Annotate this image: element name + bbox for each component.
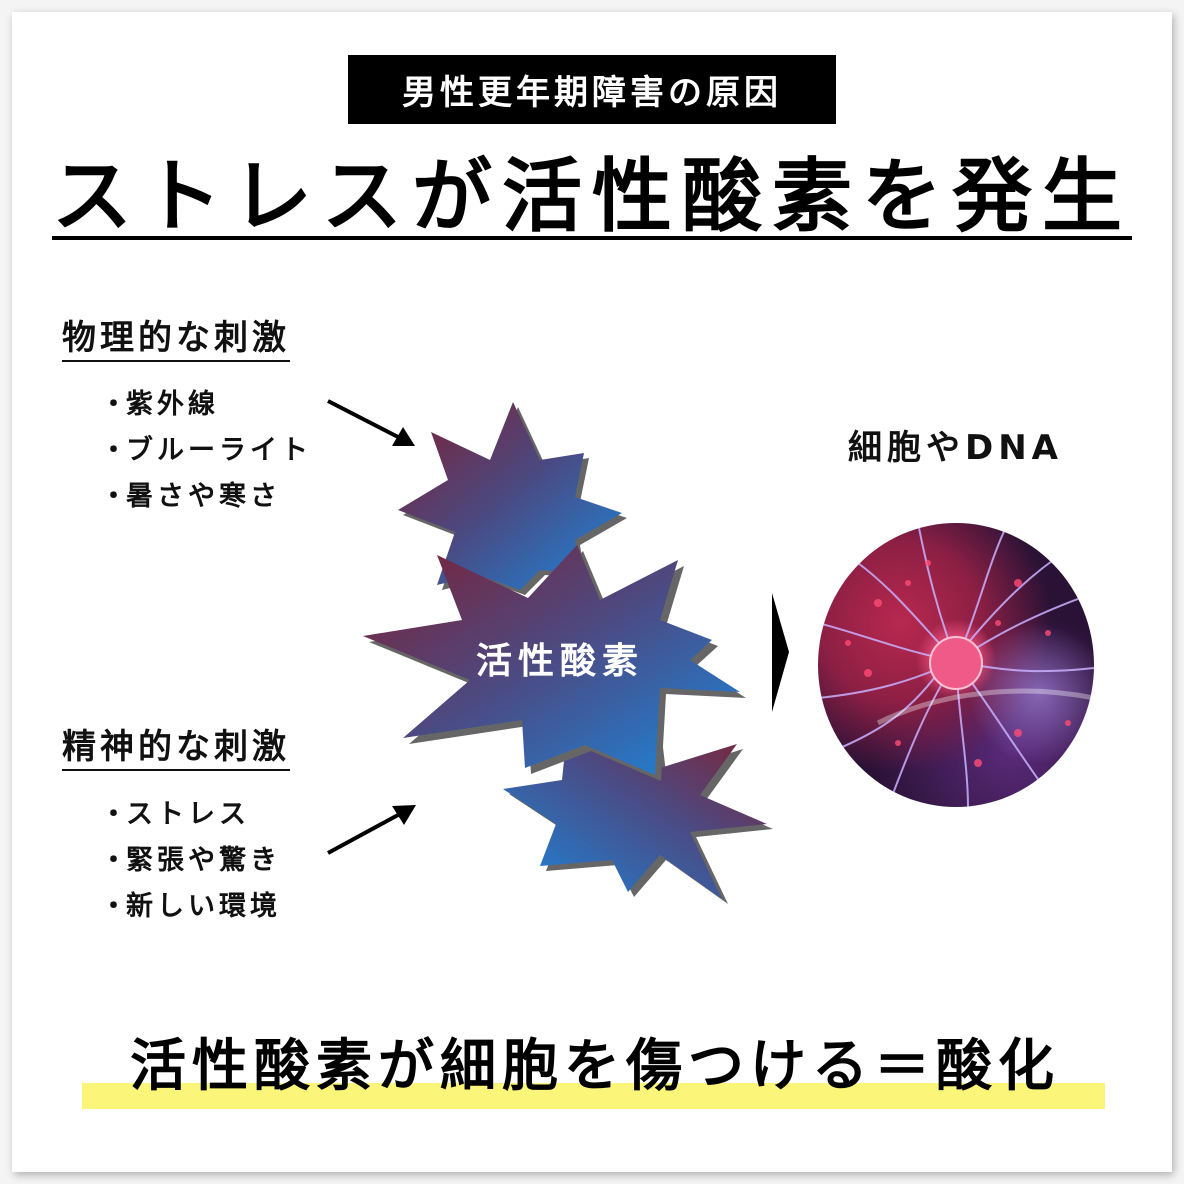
list-item: ・ストレス [100, 799, 250, 830]
mental-stimuli-list: ・ストレス ・緊張や驚き ・新しい環境 [100, 792, 281, 930]
cell-dna-label: 細胞やDNA [848, 428, 1063, 468]
physical-stimuli-title: 物理的な刺激 [62, 318, 290, 362]
physical-stimuli-list: ・紫外線 ・ブルーライト ・暑さや寒さ [100, 382, 312, 520]
headline-underline [52, 236, 1132, 240]
mental-stimuli-title: 精神的な刺激 [62, 727, 290, 771]
conclusion-highlight [82, 1083, 1105, 1109]
plasma-cell-image [818, 523, 1094, 807]
starburst-small-bottom-icon [503, 725, 773, 904]
starburst-small-top-icon [398, 402, 627, 595]
list-item: ・緊張や驚き [100, 845, 281, 876]
arrow-up-right-icon [327, 805, 416, 855]
category-badge: 男性更年期障害の原因 [348, 55, 836, 124]
conclusion-text: 活性酸素が細胞を傷つける＝酸化 [130, 1034, 1060, 1099]
active-oxygen-label: 活性酸素 [475, 641, 644, 682]
list-item: ・紫外線 [100, 389, 219, 420]
arrow-down-right-icon [327, 399, 415, 446]
headline: ストレスが活性酸素を発生 [52, 150, 1132, 243]
list-item: ・ブルーライト [100, 435, 312, 466]
plasma-filaments-icon [818, 523, 1094, 807]
list-item: ・新しい環境 [100, 891, 281, 922]
chevron-right-icon [772, 593, 789, 712]
starburst-large-icon [363, 545, 746, 781]
list-item: ・暑さや寒さ [100, 481, 281, 512]
badge-label: 男性更年期障害の原因 [402, 73, 782, 113]
